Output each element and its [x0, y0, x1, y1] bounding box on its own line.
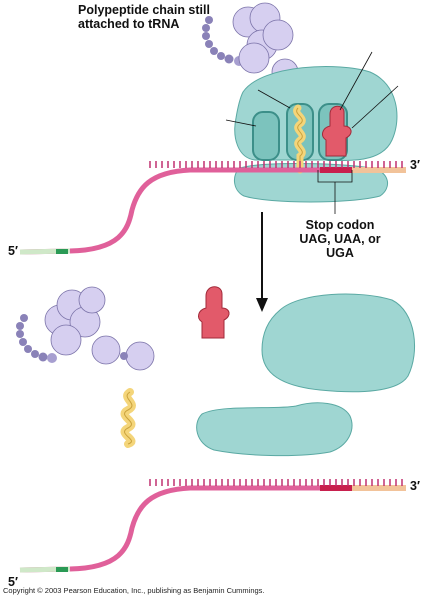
ribosome-small-subunit	[234, 163, 388, 203]
polypeptide-chain-top	[202, 2, 311, 105]
trna-released	[120, 388, 136, 448]
release-factor-bound	[322, 105, 352, 157]
leader-line-release-factor	[351, 85, 399, 129]
process-arrow	[256, 212, 268, 312]
leader-line-p-site	[257, 89, 291, 109]
five-prime-label-bottom: 5′	[8, 575, 18, 589]
ribosome-small-subunit-released	[196, 402, 353, 457]
mrna-bottom	[19, 479, 406, 573]
leader-line-e-site	[225, 119, 257, 127]
three-prime-label-bottom: 3′	[410, 479, 420, 493]
stop-codon-label: Stop codon UAG, UAA, or UGA	[299, 218, 381, 260]
trna-p-site	[293, 104, 306, 174]
ribosome-large-subunit-released	[261, 293, 415, 393]
five-prime-label-top: 5′	[8, 244, 18, 258]
release-factor-released	[198, 286, 230, 339]
ribosome-e-site	[252, 111, 280, 161]
polypeptide-label: Polypeptide chain still attached to tRNA	[78, 3, 210, 31]
mrna-top	[19, 161, 406, 255]
three-prime-label-top: 3′	[410, 158, 420, 172]
polypeptide-chain-released	[16, 286, 155, 371]
copyright-notice: Copyright © 2003 Pearson Education, Inc.…	[3, 586, 265, 595]
leader-line-a-site	[339, 51, 373, 111]
